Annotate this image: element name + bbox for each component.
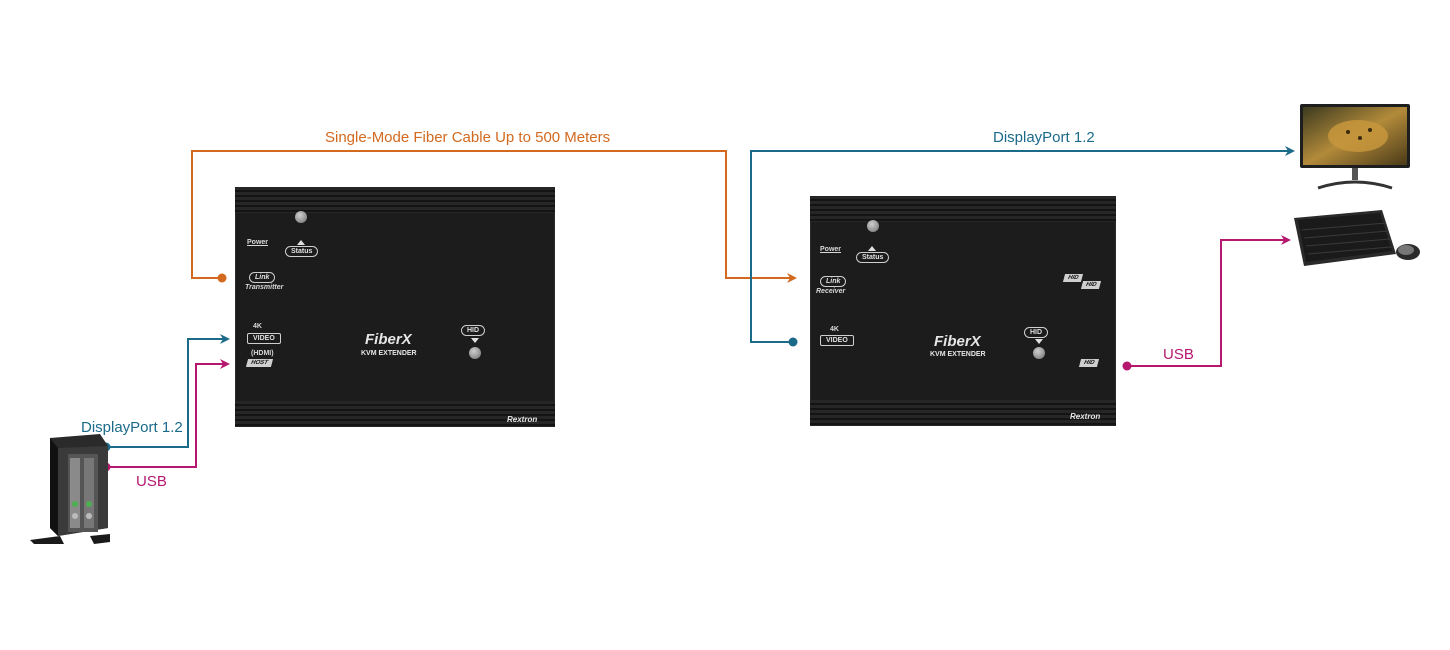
transmitter-unit: Power Status Link Transmitter 4K VIDEO (… bbox=[235, 187, 555, 427]
transmitter-hdmi-label: (HDMI) bbox=[251, 350, 274, 357]
receiver-hid-label: HID bbox=[1024, 327, 1048, 338]
receiver-status-arrow-icon bbox=[868, 246, 876, 251]
transmitter-hid-led bbox=[469, 347, 481, 359]
usb-right-dot bbox=[1123, 362, 1132, 371]
receiver-rextron-logo: Rextron bbox=[1070, 412, 1100, 421]
receiver-hid-tag: HID bbox=[1063, 274, 1083, 282]
transmitter-host-tag: HOST bbox=[246, 359, 273, 367]
usb-right-label: USB bbox=[1163, 346, 1194, 363]
transmitter-resolution-label: 4K bbox=[253, 323, 262, 330]
transmitter-product-label: KVM EXTENDER bbox=[361, 350, 417, 357]
receiver-video-label: VIDEO bbox=[820, 335, 854, 346]
receiver-power-led bbox=[867, 220, 879, 232]
receiver-resolution-label: 4K bbox=[830, 326, 839, 333]
usb-left-line bbox=[106, 364, 228, 467]
transmitter-power-label: Power bbox=[247, 239, 268, 246]
keyboard-mouse-icon bbox=[1290, 208, 1422, 270]
receiver-link-label: Link bbox=[820, 276, 846, 287]
transmitter-mode-label: Transmitter bbox=[245, 284, 283, 291]
receiver-top-ridges bbox=[810, 196, 1116, 222]
pc-tower-icon bbox=[30, 432, 110, 544]
fiber-start-dot bbox=[218, 274, 227, 283]
usb-left-label: USB bbox=[136, 473, 167, 490]
receiver-usb-hid-tag: HID bbox=[1079, 359, 1099, 367]
transmitter-top-ridges bbox=[235, 187, 555, 213]
receiver-hid-tag-2: HID bbox=[1081, 281, 1101, 289]
receiver-power-label: Power bbox=[820, 246, 841, 253]
dp-right-dot bbox=[789, 338, 798, 347]
transmitter-hid-label: HID bbox=[461, 325, 485, 336]
receiver-product-label: KVM EXTENDER bbox=[930, 351, 986, 358]
receiver-mode-label: Receiver bbox=[816, 288, 845, 295]
transmitter-status-arrow-icon bbox=[297, 240, 305, 245]
receiver-unit: Power Status Link Receiver HID HID 4K VI… bbox=[810, 196, 1116, 426]
displayport-right-label: DisplayPort 1.2 bbox=[993, 129, 1095, 146]
usb-right-line bbox=[1127, 240, 1289, 366]
transmitter-brand: FiberX bbox=[365, 331, 412, 348]
transmitter-video-label: VIDEO bbox=[247, 333, 281, 344]
receiver-hid-arrow-icon bbox=[1035, 339, 1043, 344]
receiver-hid-led bbox=[1033, 347, 1045, 359]
monitor-icon bbox=[1298, 102, 1412, 190]
fiber-cable-label: Single-Mode Fiber Cable Up to 500 Meters bbox=[325, 129, 610, 146]
receiver-brand: FiberX bbox=[934, 333, 981, 350]
transmitter-status-label: Status bbox=[285, 246, 318, 257]
receiver-status-label: Status bbox=[856, 252, 889, 263]
transmitter-power-led bbox=[295, 211, 307, 223]
transmitter-link-label: Link bbox=[249, 272, 275, 283]
transmitter-hid-arrow-icon bbox=[471, 338, 479, 343]
transmitter-rextron-logo: Rextron bbox=[507, 415, 537, 424]
